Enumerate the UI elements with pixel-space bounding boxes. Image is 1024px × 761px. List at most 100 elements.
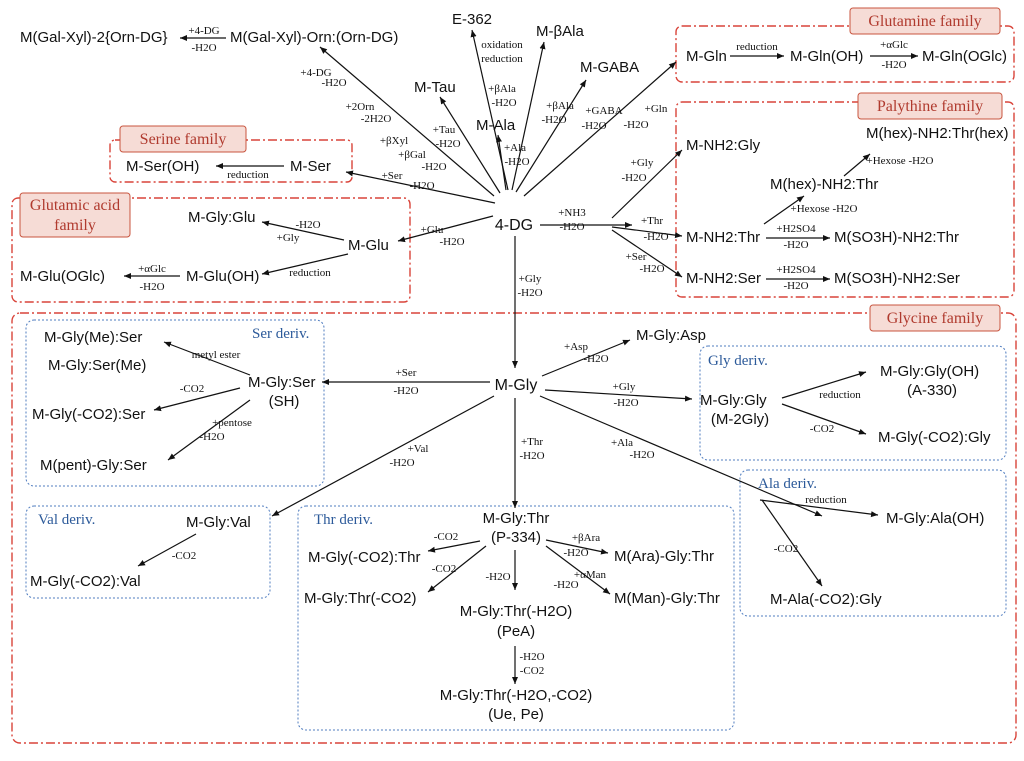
- label-minus-co2: -CO2: [172, 550, 196, 562]
- node-pea: (PeA): [497, 623, 535, 640]
- label-minus-h2o: -H2O: [199, 431, 224, 443]
- arrow-dg-to-gaba: [515, 79, 587, 193]
- node-m-hex-nh2-thr: M(hex)-NH2:Thr: [770, 176, 878, 193]
- label-minus-h2o: -H2O: [639, 263, 664, 275]
- label-minus-h2o: -H2O: [421, 161, 446, 173]
- arrow-glu-reduction: [261, 253, 349, 276]
- label-reduction: reduction: [481, 53, 523, 65]
- node-m-gly-me-ser: M-Gly(Me):Ser: [44, 329, 142, 346]
- glycine-family-tab: [869, 304, 1001, 332]
- label-minus-co2: -CO2: [810, 423, 834, 435]
- label-minus-co2: -CO2: [180, 383, 204, 395]
- node-m-gly-co2-gly: M-Gly(-CO2):Gly: [878, 429, 991, 446]
- palythine-family-tab: [857, 92, 1003, 120]
- label-plus-tau: +Tau: [433, 124, 456, 136]
- node-m-gly-val: M-Gly:Val: [186, 514, 251, 531]
- arrow-gly-gly-decarboxyl: [781, 403, 867, 435]
- arrow-ala-decarboxyl: [761, 499, 823, 587]
- ala-deriv-box: [739, 469, 1007, 617]
- arrow-dg-to-tau: [439, 96, 501, 194]
- label-plus-2orn: +2Orn: [346, 101, 375, 113]
- serine-family-title: Serine family: [140, 131, 227, 148]
- label-minus-h2o: -H2O: [504, 156, 529, 168]
- node-m-gly-co2-val: M-Gly(-CO2):Val: [30, 573, 141, 590]
- arrow-val-decarboxyl: [137, 533, 197, 567]
- label-minus-h2o: -H2O: [559, 221, 584, 233]
- label-minus-h2o: -H2O: [139, 281, 164, 293]
- node-m-gly-gly: M-Gly:Gly: [700, 392, 767, 409]
- label-minus-h2o: -H2O: [517, 287, 542, 299]
- label-plus-bgal: +βGal: [398, 149, 426, 161]
- label-plus-hexose: +Hexose -H2O: [867, 155, 934, 167]
- glutamine-family-tab: [849, 7, 1001, 35]
- label-minus-h2o: -H2O: [519, 450, 544, 462]
- label-minus-h2o: -H2O: [295, 219, 320, 231]
- arrow-thr-to-thr-co2: [427, 545, 487, 593]
- node-p-334: (P-334): [491, 529, 541, 546]
- glutamine-family-title: Glutamine family: [868, 13, 981, 30]
- arrow-thr-to-man: [545, 545, 611, 595]
- label-minus-h2o: -H2O: [519, 651, 544, 663]
- label-plus-bala: +βAla: [488, 83, 516, 95]
- node-m-nh2-ser: M-NH2:Ser: [686, 270, 761, 287]
- label-reduction: reduction: [289, 267, 331, 279]
- label-plus-4dg: +4-DG: [300, 67, 331, 79]
- node-m-glu-oglc: M-Glu(OGlc): [20, 268, 105, 285]
- node-m-gly-ser-sh: (SH): [269, 393, 300, 410]
- serine-family-tab: [119, 125, 247, 153]
- node-m-gly-thr-co2: M-Gly:Thr(-CO2): [304, 590, 417, 607]
- label-minus-h2o: -H2O: [613, 397, 638, 409]
- node-m-gly-ala-oh: M-Gly:Ala(OH): [886, 510, 984, 527]
- label-minus-h2o: -H2O: [409, 180, 434, 192]
- arrow-to-nh2-ser: [611, 229, 683, 278]
- glutamic-family-frame: [11, 197, 411, 303]
- ser-deriv-title: Ser deriv.: [252, 326, 309, 342]
- node-m-ara-gly-thr: M(Ara)-Gly:Thr: [614, 548, 714, 565]
- arrow-hex-thr-to-hex-hex: [843, 153, 871, 177]
- label-plus-thr: +Thr: [641, 215, 663, 227]
- label-plus-gly: +Gly: [519, 273, 542, 285]
- label-plus-gly: +Gly: [631, 157, 654, 169]
- label-reduction: reduction: [805, 494, 847, 506]
- node-m-nh2-thr: M-NH2:Thr: [686, 229, 760, 246]
- label-minus-co2: -CO2: [774, 543, 798, 555]
- node-m-so3h-nh2-ser: M(SO3H)-NH2:Ser: [834, 270, 960, 287]
- label-minus-h2o: -H2O: [563, 547, 588, 559]
- node-m-ala: M-Ala: [476, 117, 516, 134]
- label-plus-ser: +Ser: [626, 251, 647, 263]
- label-plus-gly: +Gly: [277, 232, 300, 244]
- label-methyl-ester: metyl ester: [192, 349, 241, 361]
- node-m-gly-ser-me: M-Gly:Ser(Me): [48, 357, 146, 374]
- compound-nodes: 4-DG M-Gly M(Gal-Xyl)-2{Orn-DG} M(Gal-Xy…: [20, 11, 1009, 723]
- glutamine-family-frame: [675, 25, 1015, 83]
- node-m-gln-oh: M-Gln(OH): [790, 48, 863, 65]
- palythine-family-title: Palythine family: [877, 98, 983, 115]
- arrow-gly-to-ala: [539, 395, 823, 517]
- glutamic-family-title-line1: Glutamic acid: [30, 197, 120, 214]
- label-plus-ala: +Ala: [611, 437, 633, 449]
- arrow-gly-to-gly-gly: [544, 389, 693, 402]
- arrow-dg-to-glu: [397, 215, 494, 243]
- node-m-tau: M-Tau: [414, 79, 456, 96]
- arrow-to-nh2-gly: [611, 149, 683, 219]
- label-plus-gly: +Gly: [613, 381, 636, 393]
- label-plus-aglc: +αGlc: [138, 263, 166, 275]
- node-m-hex-nh2-thr-hex: M(hex)-NH2:Thr(hex): [866, 125, 1009, 142]
- arrow-ser-to-me-ser: [163, 341, 251, 376]
- label-reduction: reduction: [736, 41, 778, 53]
- arrow-ser-decarboxyl: [153, 387, 241, 412]
- arrow-dg-to-gal-xyl-orn: [319, 46, 495, 197]
- label-minus-h2o: -H2O: [583, 353, 608, 365]
- label-minus-h2o: -H2O: [783, 239, 808, 251]
- label-plus-aman: +αMan: [574, 569, 607, 581]
- ser-deriv-box: [25, 319, 325, 487]
- label-reduction: reduction: [227, 169, 269, 181]
- node-m-ser-oh: M-Ser(OH): [126, 158, 199, 175]
- node-m-gln: M-Gln: [686, 48, 727, 65]
- derivative-boxes: Ser deriv. Gly deriv. Ala deriv. Val der…: [25, 319, 1007, 731]
- node-m-gly-glu: M-Gly:Glu: [188, 209, 256, 226]
- glycine-family-title: Glycine family: [887, 310, 983, 327]
- label-plus-h2so4: +H2SO4: [776, 223, 816, 235]
- gly-deriv-title: Gly deriv.: [708, 353, 768, 369]
